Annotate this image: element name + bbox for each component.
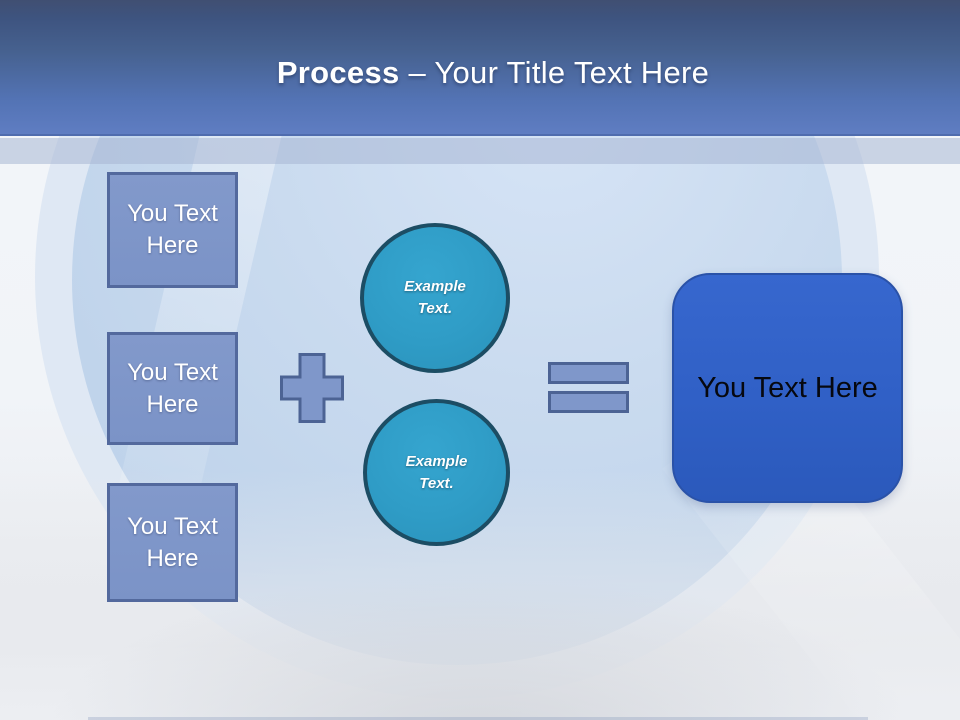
slide-title-keyword: Process [276,55,400,90]
result-box[interactable]: You Text Here [672,273,903,503]
header-accent-band [0,138,960,164]
example-circle-1-label: Example Text. [404,278,466,317]
example-circle-2[interactable]: Example Text. [363,399,510,546]
plus-icon[interactable] [280,353,344,423]
placeholder-box-3[interactable]: You Text Here [107,483,238,602]
slide-header: Process – Your Title Text Here [0,0,960,136]
bottom-edge-line [88,717,868,720]
placeholder-box-2-label: You Text Here [127,358,218,418]
equals-icon[interactable] [548,362,629,413]
placeholder-box-1[interactable]: You Text Here [107,172,238,288]
placeholder-box-1-label: You Text Here [127,200,218,259]
placeholder-box-3-label: You Text Here [127,512,218,572]
result-box-label: You Text Here [697,371,878,404]
slide-title[interactable]: Process – Your Title Text Here [277,55,709,91]
example-circle-1[interactable]: Example Text. [360,223,510,373]
equals-bottom-bar [548,391,629,413]
example-circle-2-label: Example Text. [405,452,468,492]
slide-title-subtitle: – Your Title Text Here [399,55,710,90]
equals-top-bar [548,362,629,384]
placeholder-box-2[interactable]: You Text Here [107,332,238,445]
